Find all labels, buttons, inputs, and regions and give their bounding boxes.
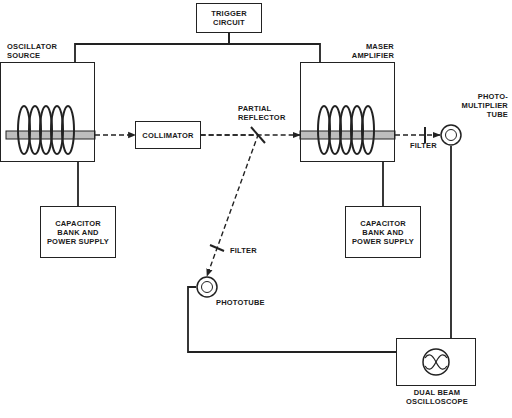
tube-cathode — [446, 130, 457, 141]
power-box: CAPACITOR BANK AND POWER SUPPLY — [345, 206, 421, 258]
signal-wire — [450, 146, 452, 338]
filter-label: FILTER — [410, 141, 444, 150]
tube-circle — [197, 277, 217, 297]
power-box: CAPACITOR BANK AND POWER SUPPLY — [40, 206, 116, 258]
scope-screen — [423, 349, 449, 375]
signal-wire — [77, 162, 79, 206]
oscillator-head: OSCILLATOR SOURCE — [0, 62, 95, 162]
light-beam — [395, 134, 440, 135]
flash-coil — [18, 106, 74, 154]
tube-circle — [441, 125, 461, 145]
part-name: MASER AMPLIFIER — [332, 42, 394, 60]
tube-cathode — [202, 282, 213, 293]
ruby-rod — [300, 131, 395, 139]
filter-label: FILTER — [230, 246, 264, 255]
scope-trace — [425, 355, 447, 369]
photomultiplier: PHOTO- MULTIPLIER TUBE — [440, 92, 508, 148]
box-label: COLLIMATOR — [142, 131, 193, 140]
tube-outline — [440, 124, 462, 146]
tube-outline — [196, 276, 218, 298]
light-beam — [95, 134, 135, 135]
part-name: PHOTOTUBE — [216, 298, 266, 307]
phototube: PHOTOTUBE — [196, 276, 266, 318]
box-label: CAPACITOR BANK AND POWER SUPPLY — [351, 219, 415, 246]
collimator-box: COLLIMATOR — [135, 121, 200, 149]
signal-wire — [382, 162, 384, 206]
amplifier-head: MASER AMPLIFIER — [300, 62, 395, 162]
signal-wire — [188, 287, 396, 352]
oscilloscope-box: DUAL BEAM OSCILLOSCOPE — [396, 338, 476, 386]
part-label: PARTIAL REFLECTOR — [238, 104, 302, 122]
filter-symbol — [424, 127, 426, 143]
trigger-box: TRIGGER CIRCUIT — [196, 3, 262, 33]
scope-trace — [425, 355, 447, 369]
signal-wire — [75, 33, 229, 62]
part-name: PHOTO- MULTIPLIER TUBE — [446, 92, 508, 119]
box-label: TRIGGER CIRCUIT — [202, 9, 256, 27]
part-name: DUAL BEAM OSCILLOSCOPE — [387, 388, 487, 406]
box-label: CAPACITOR BANK AND POWER SUPPLY — [46, 219, 110, 246]
flash-coil — [318, 106, 374, 154]
part-name: OSCILLATOR SOURCE — [7, 42, 69, 60]
signal-wire — [229, 33, 320, 62]
